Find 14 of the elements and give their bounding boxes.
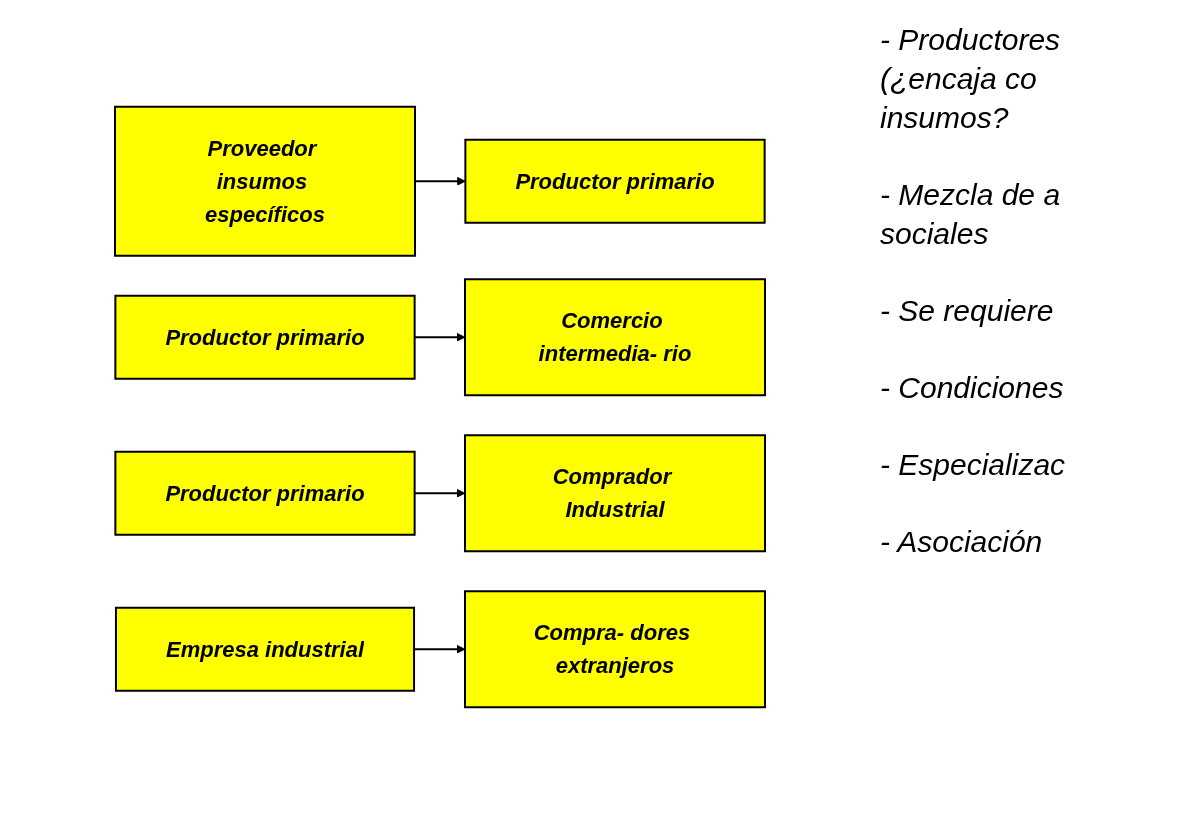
note-text: - Productores (¿encaja co insumos? [880, 22, 1062, 136]
node-box: Productor primario [114, 294, 416, 380]
node-box: Compra- dores extranjeros [464, 590, 766, 709]
node-box: Productor primario [114, 450, 416, 536]
note-text: - Especializac [880, 447, 1067, 483]
note-text: - Se requiere [880, 293, 1055, 329]
note-text: - Mezcla de a sociales [880, 177, 1062, 252]
node-box: Comprador Industrial [464, 434, 766, 553]
node-box: Proveedor insumos específicos [114, 105, 416, 257]
node-box: Empresa industrial [114, 606, 416, 692]
node-box: Comercio intermedia- rio [464, 278, 766, 397]
note-text: - Condiciones [880, 370, 1065, 406]
node-box: Productor primario [464, 138, 766, 224]
note-text: - Asociación [880, 524, 1044, 560]
